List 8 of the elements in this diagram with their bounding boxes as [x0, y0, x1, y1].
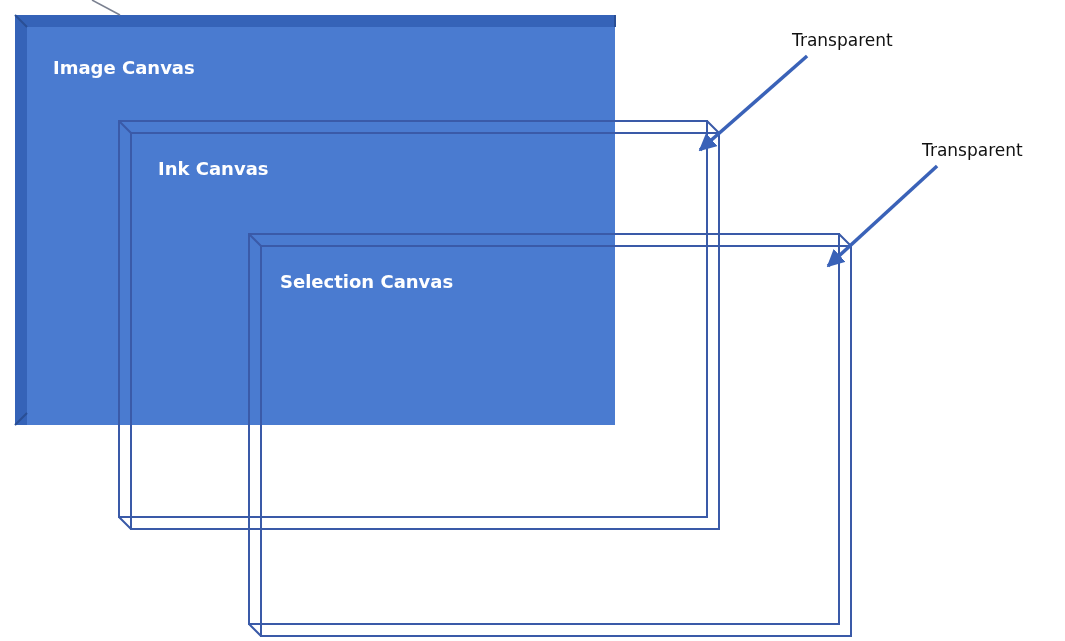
layer-title: Ink Canvas	[158, 158, 269, 179]
callout-text: Transparent	[922, 140, 1023, 160]
line	[91, 0, 121, 16]
layer-title: Image Canvas	[53, 57, 195, 78]
callout-text: Transparent	[792, 30, 893, 50]
layer-title: Selection Canvas	[280, 271, 454, 292]
arrow	[698, 54, 809, 152]
arrow	[826, 164, 939, 268]
